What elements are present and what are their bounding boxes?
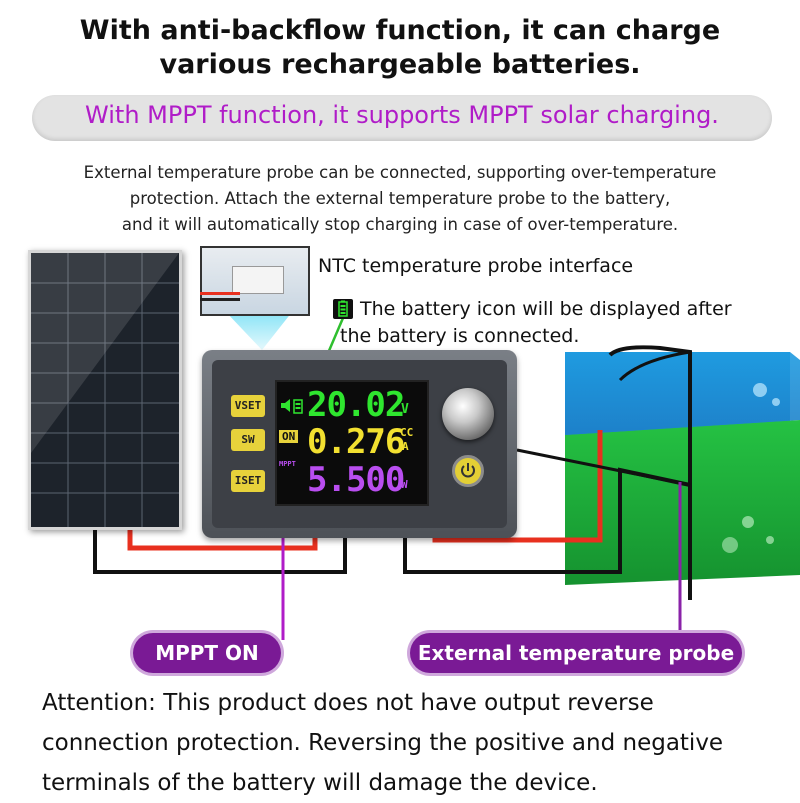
battery-pack — [565, 345, 800, 600]
battery-label-line-2: the battery is connected. — [340, 325, 580, 347]
headline-line-1: With anti-backflow function, it can char… — [79, 15, 721, 46]
attention-line-1: Attention: This product does not have ou… — [42, 690, 654, 716]
description-line-3: and it will automatically stop charging … — [121, 215, 679, 234]
attention-line-3: terminals of the battery will damage the… — [42, 770, 598, 796]
battery-label-line-1: The battery icon will be displayed after — [360, 298, 732, 320]
vset-button[interactable]: VSET — [231, 395, 265, 417]
cc-mode-indicator: CC — [400, 426, 414, 439]
battery-icon-glyph — [338, 300, 348, 317]
on-indicator: ON — [279, 430, 299, 443]
headline-line-2: various rechargeable batteries. — [159, 49, 641, 80]
rotary-encoder-knob[interactable] — [442, 388, 494, 440]
solar-panel-cells — [31, 253, 179, 527]
current-unit: A — [402, 440, 409, 453]
connector-socket — [232, 266, 284, 294]
power-readout: 5.500 — [307, 460, 405, 500]
mppt-banner-text: With MPPT function, it supports MPPT sol… — [85, 101, 719, 129]
battery-icon — [333, 299, 353, 319]
connector-wire-black — [200, 298, 240, 301]
sw-button[interactable]: SW — [231, 429, 265, 451]
attention-note: Attention: This product does not have ou… — [42, 683, 800, 803]
headline: With anti-backflow function, it can char… — [0, 14, 800, 82]
lcd-screen: 20.02 V ON 0.276 CC A MPPT 5.500 W — [275, 380, 429, 506]
solar-panel — [28, 250, 182, 530]
probe-highlight-beam — [226, 312, 292, 350]
iset-button[interactable]: ISET — [231, 470, 265, 492]
description-line-1: External temperature probe can be connec… — [83, 163, 717, 182]
mppt-indicator: MPPT — [279, 460, 296, 468]
connector-wire-red — [200, 292, 240, 295]
ntc-connector-image — [200, 246, 310, 316]
description: External temperature probe can be connec… — [10, 160, 790, 238]
voltage-unit: V — [401, 402, 409, 417]
power-unit: W — [401, 478, 408, 491]
mppt-banner-background — [32, 95, 772, 141]
speaker-battery-icon — [281, 399, 303, 414]
description-line-2: protection. Attach the external temperat… — [129, 189, 671, 208]
ntc-interface-label: NTC temperature probe interface — [318, 255, 634, 277]
power-icon — [461, 463, 475, 478]
attention-line-2: connection protection. Reversing the pos… — [42, 730, 724, 756]
mppt-on-callout: MPPT ON — [133, 633, 281, 673]
power-button[interactable] — [452, 455, 484, 487]
external-probe-callout: External temperature probe — [410, 633, 742, 673]
battery-icon-label: The battery icon will be displayed after… — [340, 296, 732, 350]
voltage-readout: 20.02 — [307, 385, 405, 425]
current-readout: 0.276 — [307, 422, 405, 462]
